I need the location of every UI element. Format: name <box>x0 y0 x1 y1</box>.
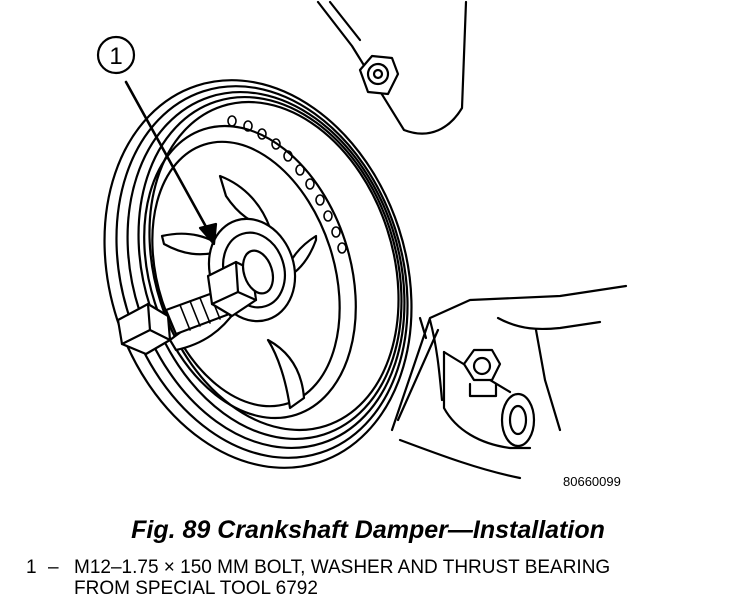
legend-text: M12–1.75 × 150 MM BOLT, WASHER AND THRUS… <box>74 557 611 599</box>
damper-holes <box>227 115 347 254</box>
legend-number: 1 <box>26 557 37 578</box>
legend-dash: – <box>48 557 59 578</box>
legend: 1 – M12–1.75 × 150 MM BOLT, WASHER AND T… <box>26 557 614 599</box>
upper-flange-nut <box>358 54 400 96</box>
lower-bracket-bolt <box>462 348 502 398</box>
crankshaft-damper-illustration: 1 <box>96 0 628 480</box>
engine-block-upper <box>316 0 468 135</box>
figure-code: 80660099 <box>563 474 621 489</box>
figure-caption: Fig. 89 Crankshaft Damper—Installation <box>131 516 605 544</box>
callout-leader <box>124 80 218 246</box>
callout-number: 1 <box>109 43 122 70</box>
legend-item: 1 – M12–1.75 × 150 MM BOLT, WASHER AND T… <box>26 557 614 599</box>
engine-bracket-lower <box>390 284 628 480</box>
special-tool-bolt <box>116 249 275 356</box>
callout-circle <box>96 35 136 75</box>
